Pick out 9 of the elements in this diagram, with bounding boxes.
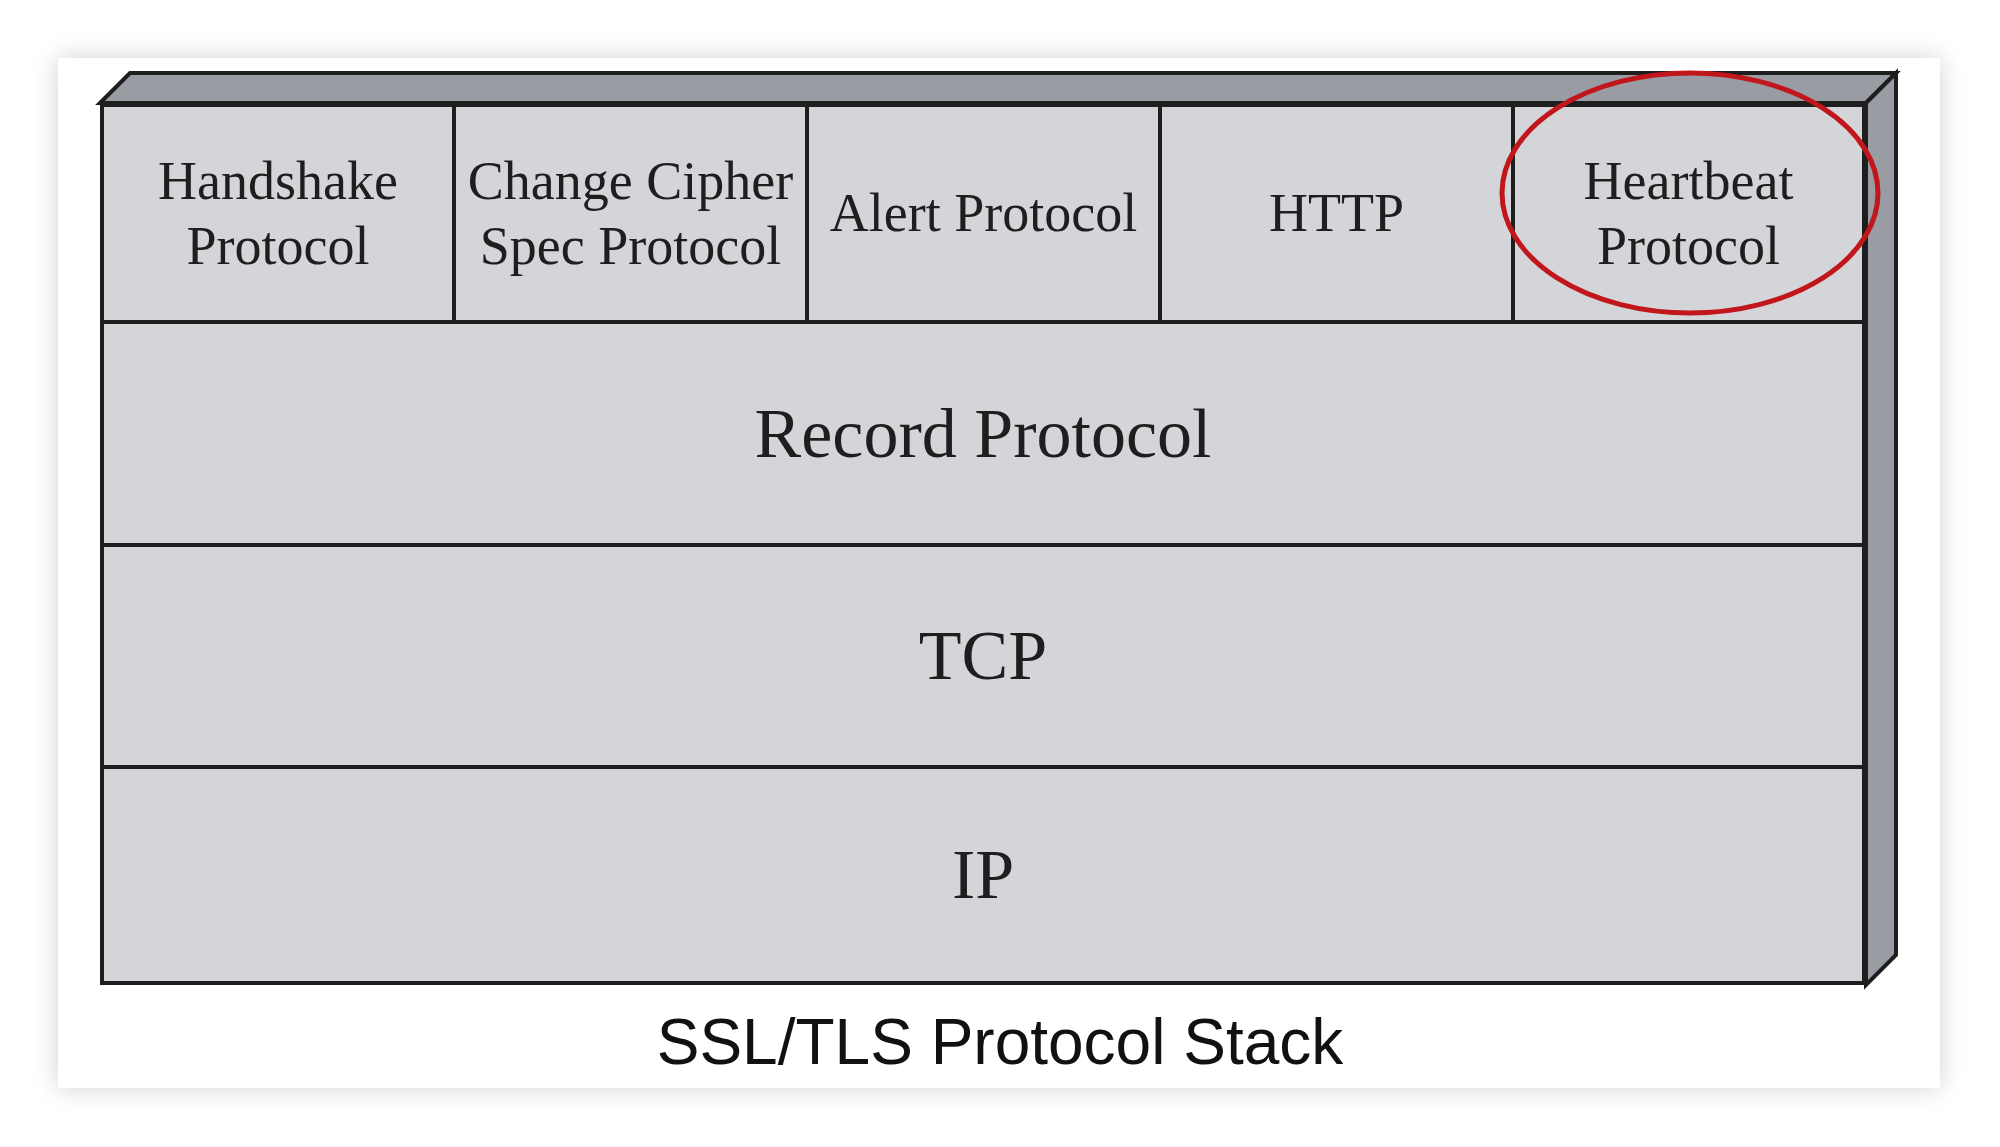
layer-label: HTTP: [1269, 182, 1404, 246]
layer-label: Record Protocol: [754, 393, 1212, 474]
layer-label: Change Cipher Spec Protocol: [467, 149, 794, 278]
layer-label: Heartbeat Protocol: [1582, 149, 1795, 278]
layer-label: Alert Protocol: [829, 182, 1138, 246]
layer-label: TCP: [918, 616, 1048, 696]
caption: SSL/TLS Protocol Stack: [656, 1006, 1344, 1078]
layer-label: IP: [951, 835, 1015, 915]
layer-label: Handshake Protocol: [157, 149, 399, 278]
